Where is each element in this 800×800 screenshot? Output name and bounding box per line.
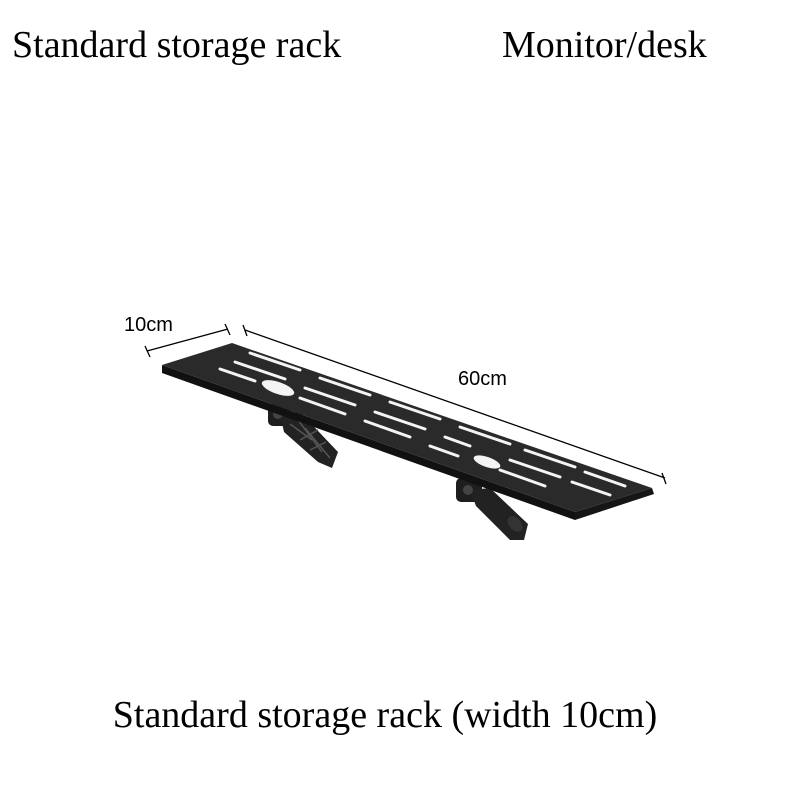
- left-title: Standard storage rack: [12, 24, 342, 66]
- depth-dimension: [144, 323, 231, 358]
- cable-hole-right: [473, 455, 501, 469]
- width-label: 60cm: [458, 368, 507, 390]
- cable-hole-left: [261, 380, 295, 396]
- shelf-plate: [162, 343, 654, 520]
- right-title: Monitor/desk: [502, 24, 707, 66]
- depth-label: 10cm: [124, 314, 173, 336]
- width-dimension: [242, 324, 667, 485]
- product-caption: Standard storage rack (width 10cm): [112, 694, 658, 736]
- right-bracket: [456, 478, 528, 540]
- ventilation-slots: [218, 351, 627, 497]
